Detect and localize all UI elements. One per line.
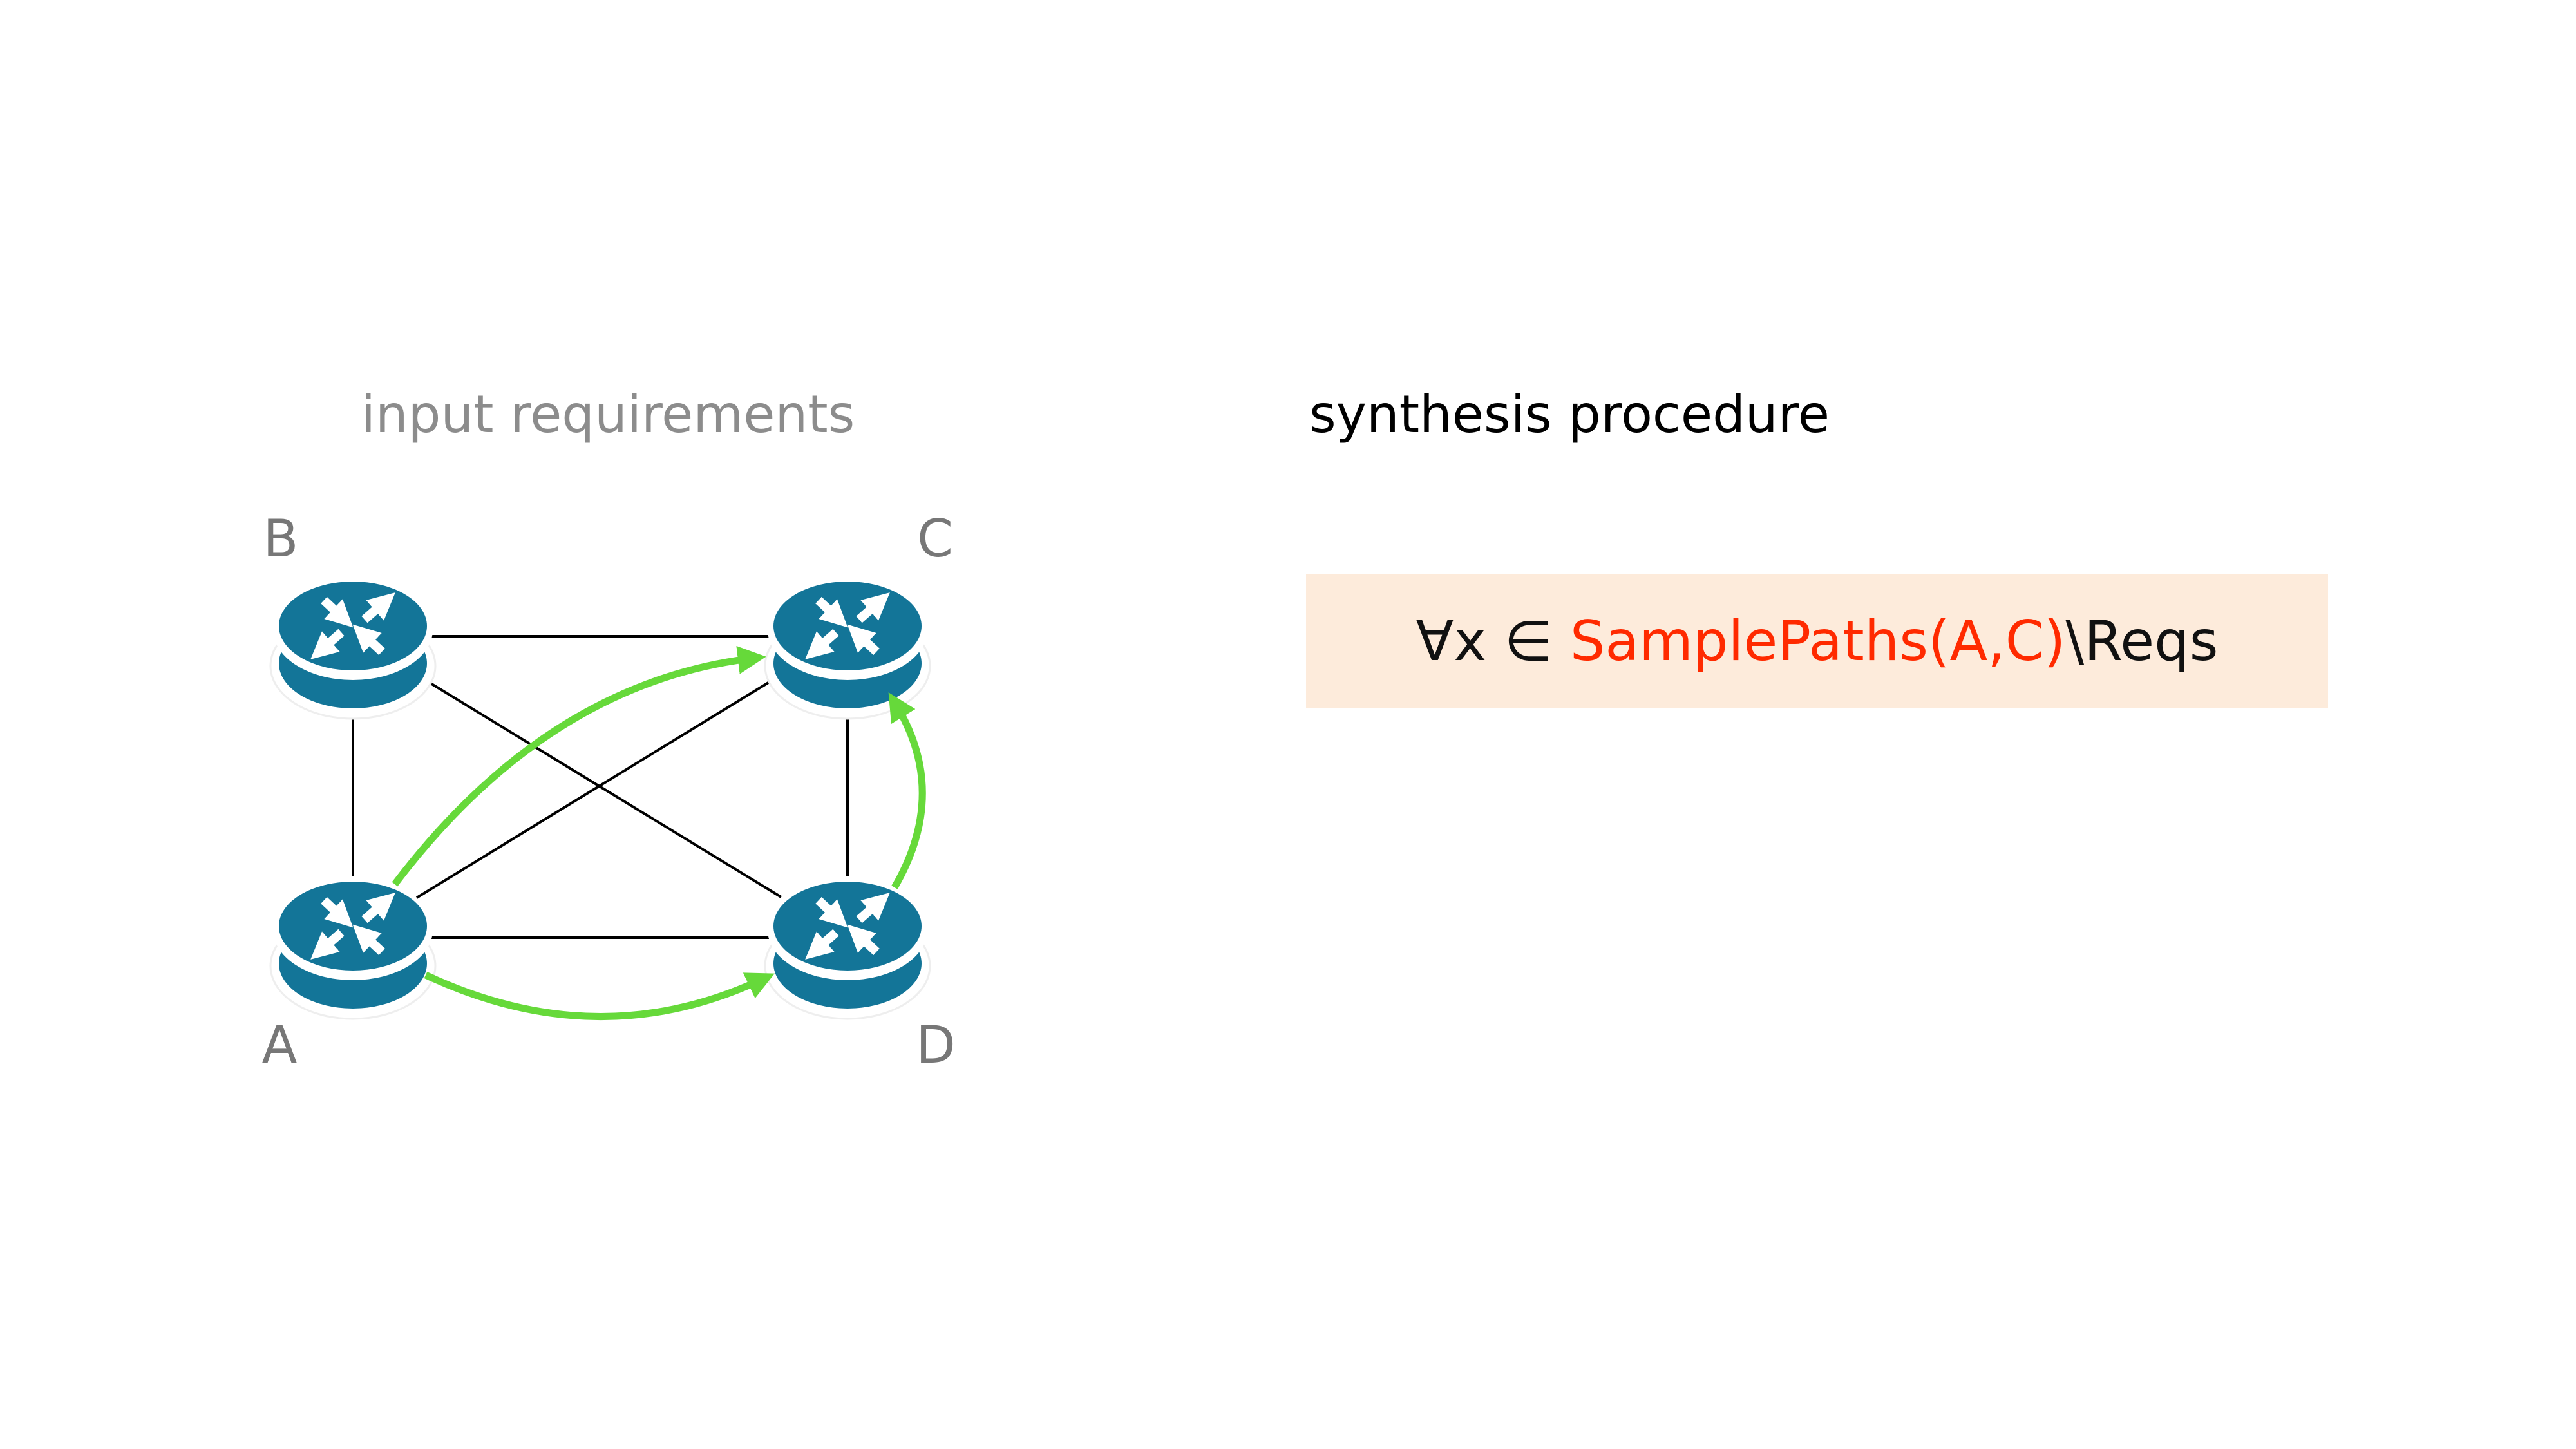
links — [352, 635, 849, 939]
arrow-a-to-c — [392, 646, 766, 887]
synthesis-procedure-title: synthesis procedure — [1309, 384, 1830, 444]
link-c-a — [415, 674, 781, 899]
arrow-a-to-d — [424, 972, 775, 1020]
input-requirements-title: input requirements — [361, 384, 855, 444]
requirement-arrows — [392, 646, 926, 1020]
formula-prefix: ∀x ∈ — [1416, 609, 1570, 674]
router-icon — [270, 580, 435, 719]
formula: ∀x ∈ SamplePaths(A,C)\Reqs — [1416, 609, 2218, 674]
formula-box: ∀x ∈ SamplePaths(A,C)\Reqs — [1306, 574, 2328, 708]
router-icon — [765, 580, 930, 719]
router-b[interactable] — [270, 580, 435, 719]
formula-sample-paths: SamplePaths(A,C) — [1569, 609, 2066, 674]
router-icon — [270, 880, 435, 1019]
router-a[interactable] — [270, 880, 435, 1019]
node-label-b: B — [263, 509, 299, 569]
formula-suffix: \Reqs — [2065, 609, 2219, 674]
router-icon — [765, 880, 930, 1019]
node-label-a: A — [262, 1015, 298, 1075]
router-d[interactable] — [765, 880, 930, 1019]
router-c[interactable] — [765, 580, 930, 719]
node-label-d: D — [916, 1015, 956, 1075]
node-label-c: C — [917, 509, 953, 569]
arrow-d-to-c — [888, 692, 926, 889]
